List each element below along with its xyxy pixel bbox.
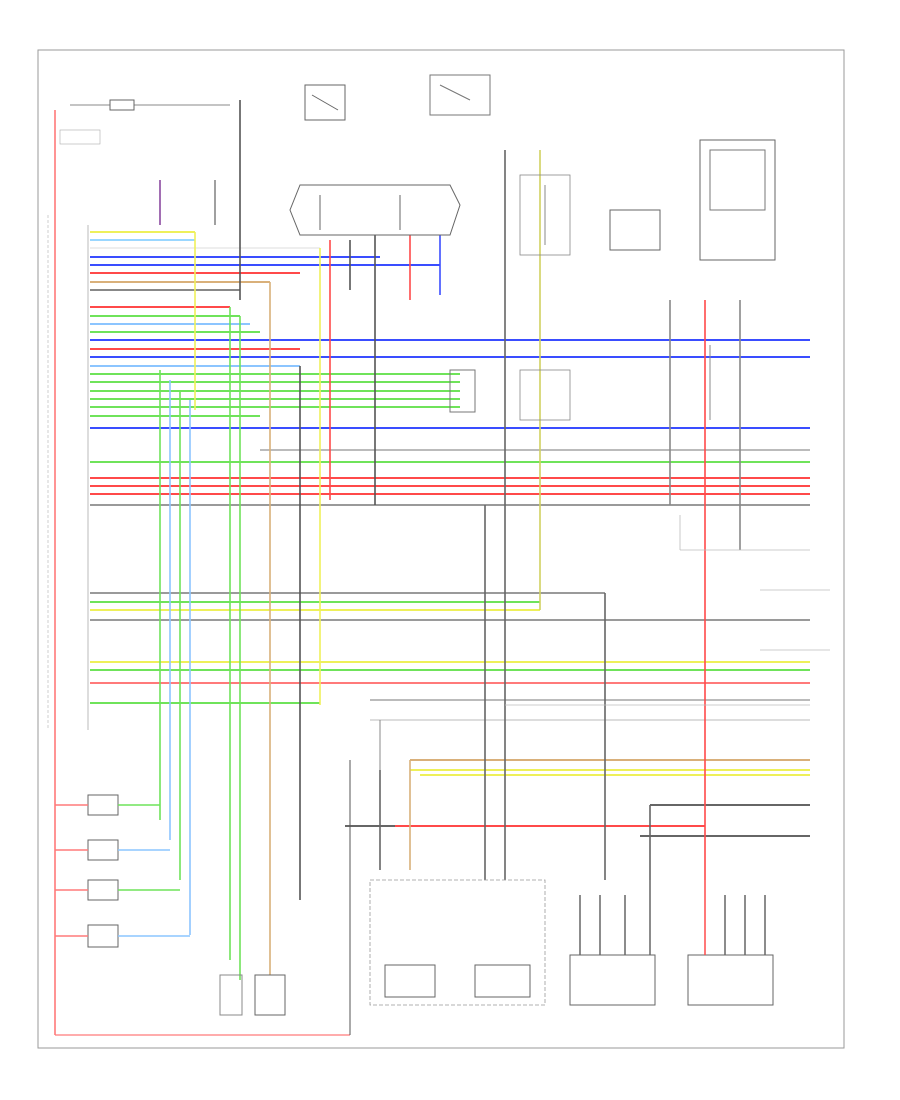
switch-node: [449, 345, 711, 421]
right-connector-tails: [505, 515, 830, 706]
ignition-coil: [289, 184, 461, 236]
ecm-wire-bundle-upper: [90, 231, 810, 506]
main-relay: [304, 84, 346, 121]
heated-oxygen-sensor-front: [569, 880, 656, 1006]
sensor-stack-left: [55, 794, 190, 948]
pgm-fi-main-relay: [429, 74, 491, 116]
heated-oxygen-sensor-rear: [687, 880, 774, 1006]
fuse-box: [59, 99, 230, 145]
distributor-assembly: [369, 879, 546, 1006]
ecm-connector-column: [47, 215, 89, 730]
fuel-injector-resistor: [219, 974, 286, 1016]
vertical-wires: [54, 100, 741, 1035]
ecm-wire-bundle-lower: [90, 592, 810, 837]
distributor: [519, 139, 776, 261]
diagram-frame: [37, 49, 845, 1049]
ground-lines: [55, 720, 381, 1036]
